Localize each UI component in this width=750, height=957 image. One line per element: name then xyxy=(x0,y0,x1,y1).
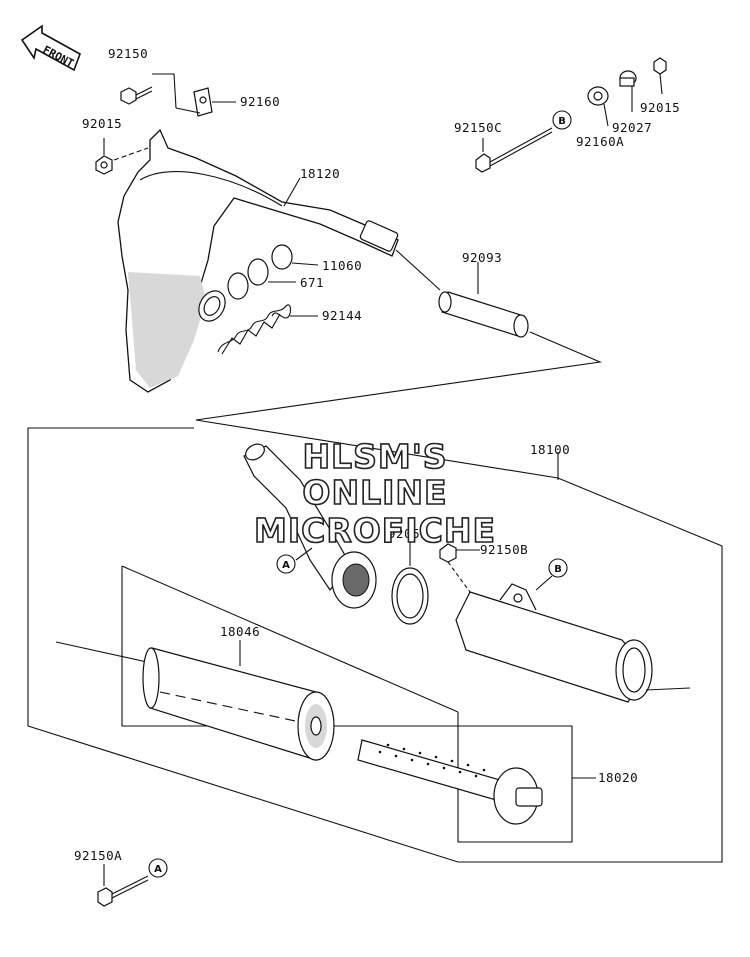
label-18100: 18100 xyxy=(530,442,570,457)
label-92093: 92093 xyxy=(462,250,502,265)
watermark-line-1: HLSM'S xyxy=(302,437,447,476)
label-92015-right: 92015 xyxy=(640,100,680,115)
watermark-line-2: ONLINE xyxy=(302,473,447,512)
label-92015-left: 92015 xyxy=(82,116,122,131)
label-92150: 92150 xyxy=(108,46,148,61)
gasket-671-a xyxy=(247,258,269,286)
label-92144: 92144 xyxy=(322,308,362,323)
svg-text:A: A xyxy=(282,560,290,571)
front-arrow-icon: FRONT xyxy=(20,24,81,72)
collar-92027 xyxy=(619,70,637,112)
svg-text:A: A xyxy=(154,864,162,875)
o-ring-11060 xyxy=(271,244,293,270)
label-92150B: 92150B xyxy=(480,542,528,557)
label-92160: 92160 xyxy=(240,94,280,109)
ref-marker-b-muffler: B xyxy=(548,558,568,578)
nut-92015-right xyxy=(653,57,667,95)
svg-text:B: B xyxy=(558,116,566,127)
ref-marker-b-top: B xyxy=(552,110,572,130)
label-18120: 18120 xyxy=(300,166,340,181)
bolt-92150A xyxy=(97,875,149,907)
perforated-core-18020 xyxy=(357,739,543,825)
bolt-92150C xyxy=(475,127,553,173)
assembly-outline-18100 xyxy=(27,419,723,863)
label-671: 671 xyxy=(300,275,324,290)
label-92027: 92027 xyxy=(612,120,652,135)
label-92150C: 92150C xyxy=(454,120,502,135)
gasket-671-b xyxy=(227,272,249,300)
bolt-92150 xyxy=(120,86,153,105)
label-92150A: 92150A xyxy=(74,848,122,863)
packing-18046 xyxy=(142,647,335,761)
expansion-chamber-18120 xyxy=(117,128,399,393)
watermark: HLSM'S ONLINE MICROFICHE xyxy=(253,436,496,551)
ref-marker-a-bottom: A xyxy=(148,858,168,878)
label-18020: 18020 xyxy=(598,770,638,785)
label-18046: 18046 xyxy=(220,624,260,639)
tube-92093 xyxy=(438,291,529,338)
inner-outline xyxy=(121,566,573,843)
svg-text:B: B xyxy=(554,564,562,575)
watermark-line-3: MICROFICHE xyxy=(254,511,496,550)
bolt-92150B xyxy=(439,543,471,593)
ref-marker-a-pipe: A xyxy=(276,554,296,574)
label-92160A: 92160A xyxy=(576,134,624,149)
header-pipe xyxy=(243,443,377,609)
spring-92144 xyxy=(217,304,292,355)
nut-92015-left xyxy=(95,155,113,175)
label-11060: 11060 xyxy=(322,258,362,273)
label-92055: 92055 xyxy=(388,526,428,541)
leader-18120 xyxy=(283,177,301,207)
bracket-92160 xyxy=(175,87,213,117)
damper-92160A xyxy=(587,86,609,127)
leader-92150 xyxy=(152,73,177,109)
muffler-body xyxy=(455,583,653,703)
